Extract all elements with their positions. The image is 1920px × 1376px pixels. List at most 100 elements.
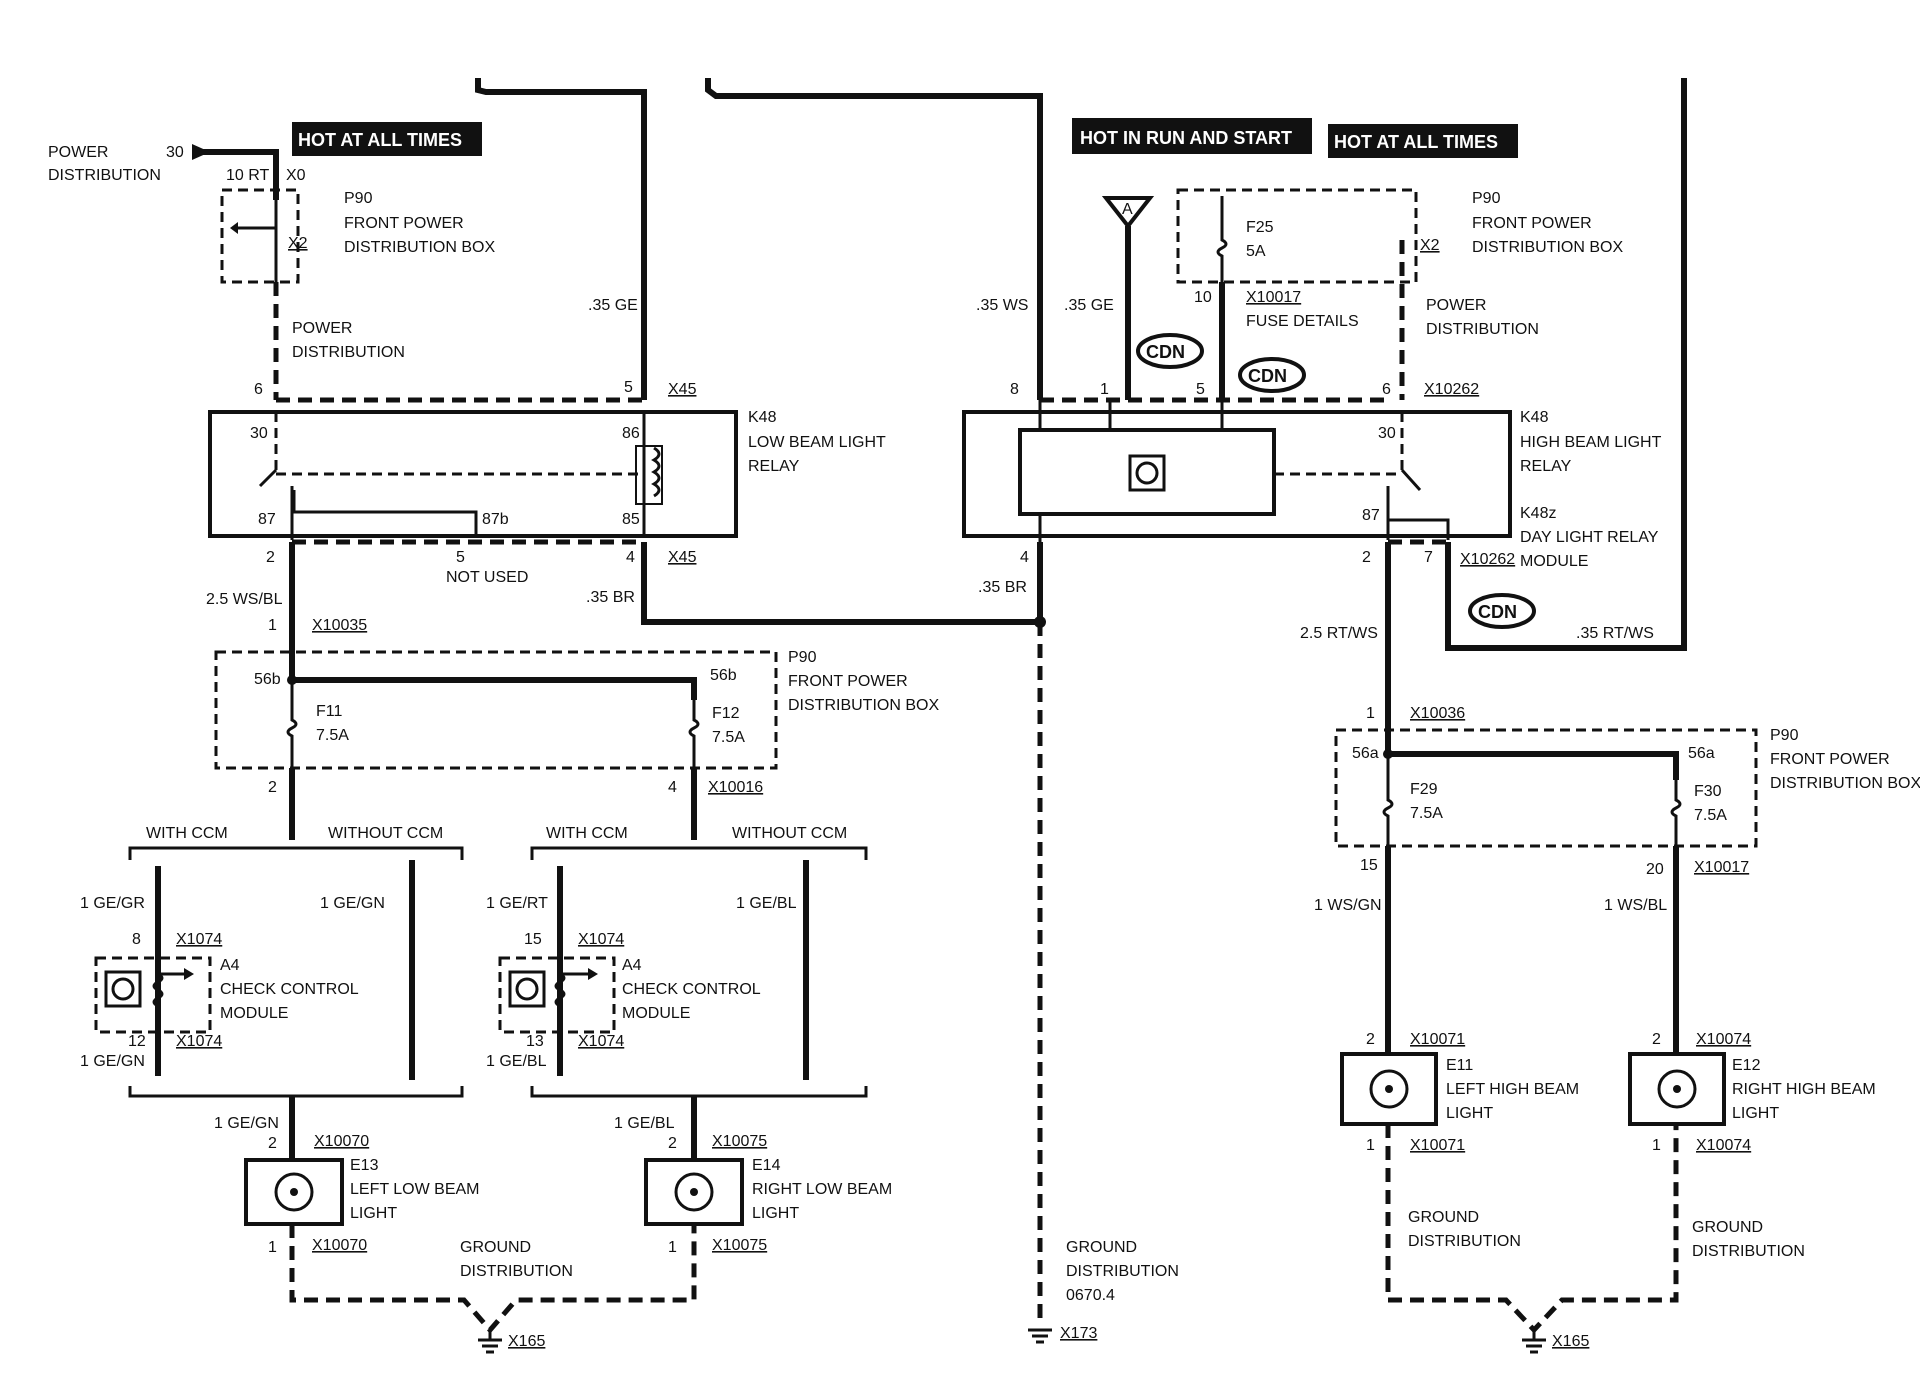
e14-desc-1: RIGHT LOW BEAM [752,1181,892,1198]
coil-icon [651,446,661,498]
pin-13-label: 13 [526,1033,544,1050]
fuse-details-label: FUSE DETAILS [1246,313,1359,330]
a4-check-control-module-left [94,956,212,1034]
svg-text:HOT IN RUN AND START: HOT IN RUN AND START [1080,128,1292,148]
cdn-badge: CDN [1136,333,1204,369]
wire-25rtws-label: 2.5 RT/WS [1300,625,1378,642]
relay-pin-30-right: 30 [1378,425,1396,442]
wire-1wsbl-label: 1 WS/BL [1604,897,1667,914]
fuse-f29-rating: 7.5A [1410,805,1443,822]
module-chip-icon [104,970,142,1008]
connector-x10036: X10036 [1410,705,1465,722]
fuse-f12-icon [688,700,700,800]
relay-pin-86: 86 [622,425,640,442]
a4a-desc-2: MODULE [220,1005,288,1022]
lamp-icon [674,1172,714,1212]
wire-35rtws-label: .35 RT/WS [1576,625,1654,642]
power-dist-label-3: POWER [292,320,352,337]
fuse-f25-rating: 5A [1246,243,1266,260]
module-chip-icon [508,970,546,1008]
e13-label: E13 [350,1157,379,1174]
relay-right-switch [1400,468,1422,492]
k48z-desc-2: MODULE [1520,553,1588,570]
connector-x10035: X10035 [312,617,367,634]
e14-label: E14 [752,1157,781,1174]
pin-12-label: 12 [128,1033,146,1050]
e12-label: E12 [1732,1057,1761,1074]
connector-x10075b: X10075 [712,1237,767,1254]
fuse-f30-rating: 7.5A [1694,807,1727,824]
ground-icon [1028,1328,1052,1344]
fuse-f30-label: F30 [1694,783,1722,800]
fuse-f12-label: F12 [712,705,740,722]
fuse-f25-label: F25 [1246,219,1274,236]
option-bracket-left [128,846,464,860]
wire-35br-center-label: .35 BR [978,579,1027,596]
fuse-f11-icon [286,680,298,800]
pin-2a-right: 2 [1366,1031,1375,1048]
pin-4-label: 4 [1020,549,1029,566]
pin-5-label: 5 [1196,381,1205,398]
pin-5b-label: 5 [456,549,465,566]
p90b-right-desc-2: DISTRIBUTION BOX [1770,775,1920,792]
cdn-badge: CDN [1468,593,1536,629]
header-hot-in-run-and-start: HOT IN RUN AND START [1072,118,1312,154]
p90b-label: P90 [788,649,817,666]
module-chip-ring [111,977,135,1001]
e11-label: E11 [1446,1057,1473,1074]
connector-x10070a: X10070 [314,1133,369,1150]
connector-x45-bottom: X45 [668,549,697,566]
pin-8-label: 8 [1010,381,1019,398]
power-feed-wire [192,149,279,200]
a4a-desc-1: CHECK CONTROL [220,981,359,998]
ground-dist-center-1: GROUND [1066,1239,1137,1256]
pin-7-right: 7 [1424,549,1433,566]
pin-2-label: 2 [266,549,275,566]
k48-label: K48 [748,409,777,426]
k48-desc-2: RELAY [748,458,800,475]
connector-x10075a: X10075 [712,1133,767,1150]
power-dist-right-1: POWER [1426,297,1486,314]
ground-dist-left-1: GROUND [460,1239,531,1256]
connector-x1074d: X1074 [578,1033,624,1050]
lamp-filament [1385,1085,1393,1093]
k48z-label: K48z [1520,505,1556,522]
pin-6-right: 6 [1382,381,1391,398]
ground-dist-right-2b: DISTRIBUTION [1692,1243,1805,1260]
pin-8-label: 8 [132,931,141,948]
pin-2b-label: 2 [268,779,277,796]
p90b-desc-1: FRONT POWER [788,673,908,690]
pin-1b-right: 1 [1652,1137,1661,1154]
a4b-desc-2: MODULE [622,1005,690,1022]
arrow-right-icon [588,968,598,980]
resistor-icon [152,966,164,1026]
pin-20-right: 20 [1646,861,1664,878]
connector-x1074a: X1074 [176,931,222,948]
bus-56a-label-1: 56a [1352,745,1379,762]
connector-x10017b: X10017 [1694,859,1749,876]
connector-x10071a: X10071 [1410,1031,1465,1048]
k48-right-label: K48 [1520,409,1549,426]
connector-x1074b: X1074 [578,931,624,948]
a4a-label: A4 [220,957,240,974]
e13-desc-2: LIGHT [350,1205,397,1222]
wire-35ws [705,78,1043,400]
wire-gert-label: 1 GE/RT [486,895,548,912]
connector-x10016: X10016 [708,779,763,796]
pin-1-right: 1 [1366,705,1375,722]
marker-a-icon [1101,196,1155,230]
k48-high-beam-relay-box [962,410,1512,538]
ground-x165-left: X165 [508,1333,545,1350]
relay-right-87-link [1386,490,1450,540]
pin-2d-label: 2 [668,1135,677,1152]
module-chip-ring [1135,461,1159,485]
connector-x10070b: X10070 [312,1237,367,1254]
ground-x173: X173 [1060,1325,1097,1342]
connector-x2-label: X2 [288,235,308,252]
p90-fuse-box-f25 [1176,188,1418,284]
lamp-filament [1673,1085,1681,1093]
k48-right-desc-1: HIGH BEAM LIGHT [1520,434,1662,451]
header-hot-at-all-times-right: HOT AT ALL TIMES [1328,124,1518,158]
e12-desc-1: RIGHT HIGH BEAM [1732,1081,1876,1098]
wire-gebl-low-label: 1 GE/BL [486,1053,547,1070]
